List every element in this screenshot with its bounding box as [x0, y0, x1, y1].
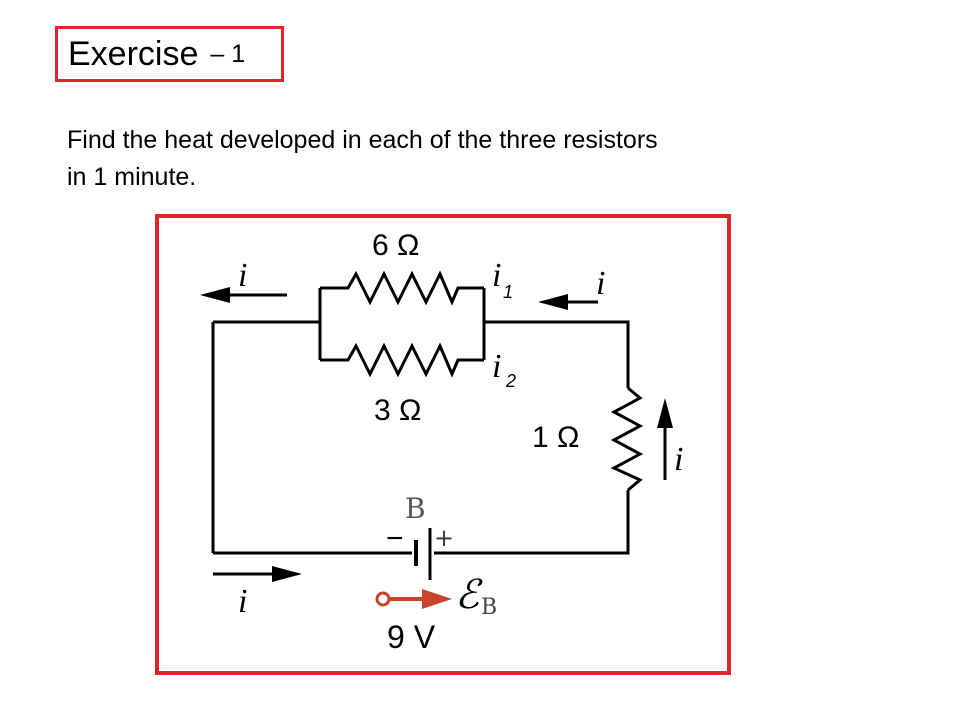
arrow-right-upward	[657, 398, 673, 480]
battery-plus-sign: +	[434, 524, 454, 552]
circuit-diagram: 6 Ω 3 Ω 1 Ω i i i i i 1 i 2 B − + ℰ B 9 …	[200, 229, 683, 655]
exercise-title: Exercise	[68, 34, 199, 73]
circuit-diagram-frame: 6 Ω 3 Ω 1 Ω i i i i i 1 i 2 B − + ℰ B 9 …	[155, 214, 731, 675]
arrow-top-left-leftward	[200, 287, 287, 303]
emf-direction-arrow	[375, 589, 452, 609]
current-label-top-right: i	[596, 265, 605, 302]
emf-subscript: B	[481, 595, 497, 620]
emf-symbol: ℰ	[455, 572, 483, 617]
battery-label: B	[405, 492, 426, 525]
problem-line-1: Find the heat developed in each of the t…	[67, 126, 658, 154]
current-label-bottom-left: i	[238, 583, 247, 620]
problem-statement: Find the heat developed in each of the t…	[67, 122, 887, 196]
exercise-title-box: Exercise – 1	[55, 26, 284, 82]
resistor-1-ohm	[610, 386, 644, 492]
arrow-bottom-left-rightward	[213, 566, 302, 582]
current-label-top-left: i	[238, 257, 247, 294]
resistor-6-ohm	[320, 270, 484, 306]
label-resistor-1-ohm: 1 Ω	[532, 421, 579, 454]
wire-bottom-right	[434, 490, 630, 555]
wire-top-right	[484, 320, 630, 388]
label-resistor-6-ohm: 6 Ω	[372, 229, 419, 262]
current-label-i2: i	[492, 348, 501, 385]
current-label-i2-subscript: 2	[505, 371, 516, 391]
battery-minus-sign: −	[386, 522, 404, 555]
resistor-3-ohm	[320, 342, 484, 378]
current-label-i1: i	[492, 257, 501, 294]
arrow-top-right-leftward	[538, 294, 598, 310]
exercise-number: – 1	[210, 39, 246, 68]
current-label-i1-subscript: 1	[503, 282, 513, 302]
problem-line-2: in 1 minute.	[67, 163, 197, 191]
current-label-right: i	[674, 441, 683, 478]
label-resistor-3-ohm: 3 Ω	[374, 394, 421, 427]
voltage-label: 9 V	[387, 619, 436, 655]
